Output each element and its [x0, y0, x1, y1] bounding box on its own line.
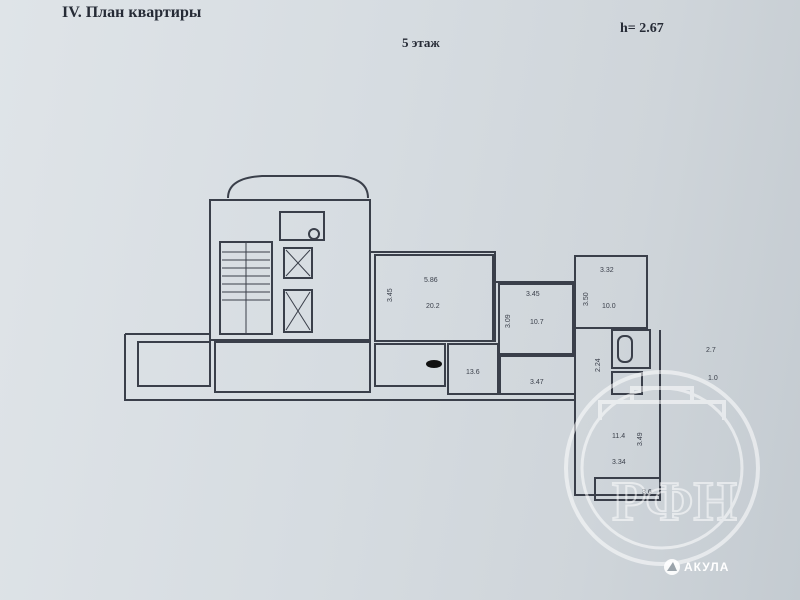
- document-title: IV. План квартиры: [62, 4, 202, 21]
- kitchen-side: 3.49: [637, 432, 644, 446]
- left-room: [137, 341, 211, 387]
- bedroom3-area: 10.0: [602, 303, 616, 310]
- bath-side: 2.24: [595, 358, 602, 372]
- balcony-area: 3.6: [642, 489, 652, 496]
- living-room: [374, 254, 494, 342]
- brand-label: АКУЛА: [684, 560, 730, 574]
- bedroom3-side: 3.50: [583, 292, 590, 306]
- bedroom-2: [498, 283, 574, 355]
- hall-area: 13.6: [466, 369, 480, 376]
- entry: [374, 343, 446, 387]
- pipe-circle: [308, 228, 320, 240]
- kitchen-walls: [574, 330, 661, 496]
- living-room-wall: [370, 251, 496, 342]
- watermark-logo: РФН: [564, 370, 760, 566]
- bedroom3-width: 3.32: [600, 267, 614, 274]
- bedroom2-width: 3.45: [526, 291, 540, 298]
- living-area: 20.2: [426, 303, 440, 310]
- bathroom: [611, 329, 651, 369]
- small-room: [447, 343, 499, 395]
- elevator-2: [283, 289, 313, 333]
- kitchen-area: 11.4: [612, 433, 625, 440]
- top-loggia: [227, 175, 369, 199]
- bedroom-3: [574, 255, 648, 329]
- bottom-wall: [124, 334, 575, 401]
- service-room: [279, 211, 325, 241]
- watermark-letters: РФН: [612, 471, 737, 533]
- marker-dot: [426, 360, 442, 368]
- floor-label: 5 этаж: [402, 35, 440, 50]
- hall: [214, 341, 371, 393]
- balcony-width: 3.34: [612, 459, 626, 466]
- corridor: [499, 355, 576, 395]
- balcony: [594, 477, 661, 501]
- wc-area: 1.0: [708, 375, 718, 382]
- living-width: 5.86: [424, 277, 438, 284]
- shark-fin-icon: [664, 559, 680, 575]
- bathtub: [617, 335, 633, 363]
- elevator-1: [283, 247, 313, 279]
- ceiling-height-label: h= 2.67: [620, 21, 664, 36]
- wc: [611, 371, 643, 395]
- living-side: 3.45: [387, 288, 394, 302]
- storage-area: 2.7: [706, 347, 716, 354]
- corridor-length: 3.47: [530, 379, 544, 386]
- bedroom2-area: 10.7: [530, 319, 544, 326]
- bedroom2-side: 3.09: [505, 314, 512, 328]
- stairwell-block: [209, 199, 371, 341]
